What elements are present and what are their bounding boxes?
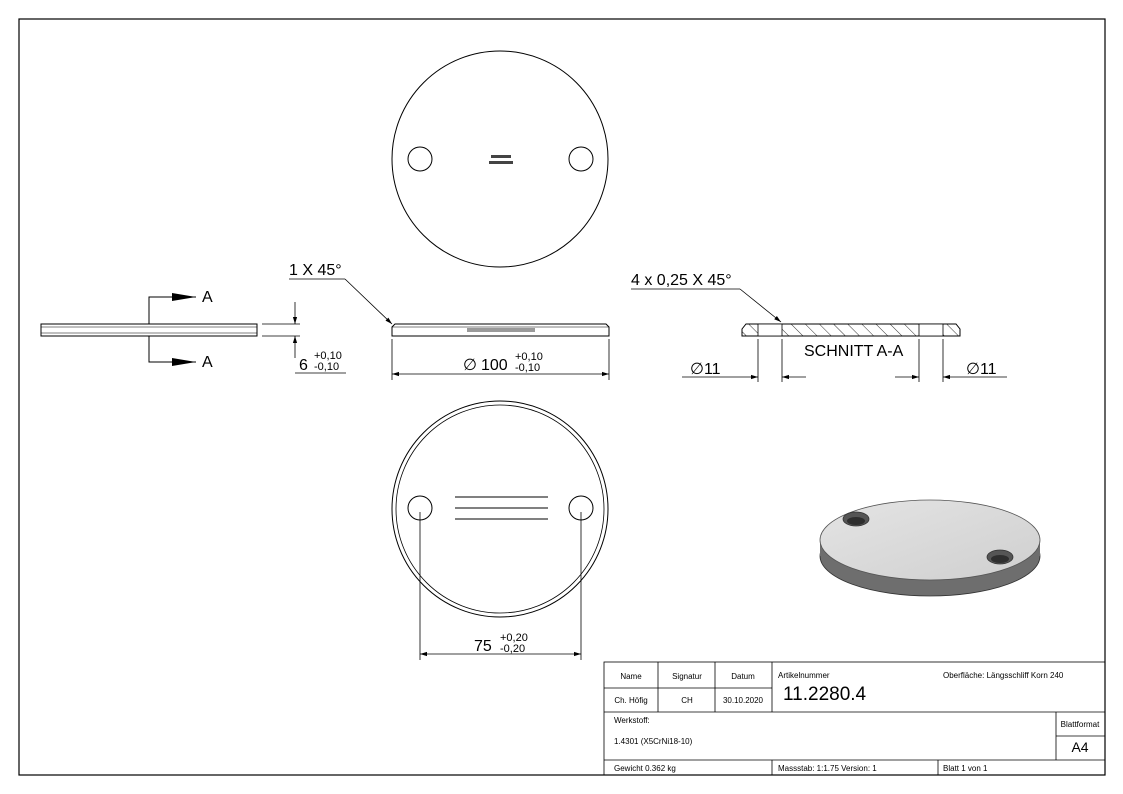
tb-col-name: Name: [620, 672, 642, 681]
tb-blattformat: A4: [1071, 739, 1088, 755]
tb-signatur: CH: [681, 696, 693, 705]
section-body: [741, 323, 961, 337]
tb-oberflaeche: Oberfläche: Längsschliff Korn 240: [943, 671, 1064, 680]
thickness-tol-minus: -0,10: [314, 361, 339, 373]
engraving-mark: [489, 155, 513, 164]
hole-right-dim: ∅11: [966, 361, 997, 378]
hole-right-top: [568, 146, 594, 172]
section-mark-top: A: [202, 289, 213, 306]
engraving-edge: [467, 328, 535, 332]
plate-outline-bottom: [391, 400, 609, 618]
section-label: SCHNITT A-A: [804, 343, 904, 360]
tb-datum: 30.10.2020: [723, 696, 764, 705]
hole-left-dim: ∅11: [690, 361, 721, 378]
top-view: [391, 50, 609, 268]
diameter-value: 100: [481, 357, 508, 374]
side-view-left: A A 6 +0,10 -0,10: [40, 289, 346, 374]
bottom-view: 75 +0,20 -0,20: [391, 400, 609, 660]
drawing-frame: [18, 18, 1106, 776]
section-view: 4 x 0,25 X 45° SCHNITT A-A ∅11 ∅11: [631, 272, 1007, 382]
tb-werkstoff-label: Werkstoff:: [614, 716, 650, 725]
engraving-lines: [455, 496, 548, 520]
chamfer-top-label: 1 X 45°: [289, 262, 342, 279]
tb-artikel-label: Artikelnummer: [778, 671, 830, 680]
tb-col-signatur: Signatur: [672, 672, 702, 681]
plate-outline-top: [391, 50, 609, 268]
diameter-tol-minus: -0,10: [515, 362, 540, 374]
tb-gewicht: Gewicht 0.362 kg: [614, 764, 676, 773]
chamfer-section-label: 4 x 0,25 X 45°: [631, 272, 732, 289]
edge-view: 1 X 45° ∅ 100 +0,10 -0,10: [289, 262, 610, 380]
thickness-value: 6: [299, 357, 308, 374]
spacing-tol-plus: +0,20: [500, 632, 528, 644]
tb-blattformat-label: Blattformat: [1061, 720, 1100, 729]
diameter-symbol: ∅: [463, 357, 477, 374]
section-mark-bottom: A: [202, 354, 213, 371]
tb-werkstoff: 1.4301 (X5CrNi18-10): [614, 737, 693, 746]
title-block: [603, 661, 1106, 776]
section-hole-left: [757, 323, 783, 337]
spacing-value: 75: [474, 638, 492, 655]
tb-name: Ch. Höfig: [614, 696, 647, 705]
thickness-tol-plus: +0,10: [314, 350, 342, 362]
tb-artikel-number: 11.2280.4: [783, 684, 867, 705]
diameter-tol-plus: +0,10: [515, 351, 543, 363]
spacing-tol-minus: -0,20: [500, 643, 525, 655]
section-hole-right: [918, 323, 944, 337]
isometric-view: [819, 499, 1041, 597]
plate-chamfer-bottom: [395, 404, 605, 614]
tb-massstab: Massstab: 1:1.75 Version: 1: [778, 764, 877, 773]
tb-col-datum: Datum: [731, 672, 755, 681]
hole-left-top: [407, 146, 433, 172]
tb-blatt: Blatt 1 von 1: [943, 764, 988, 773]
plate-edge-left: [40, 323, 258, 337]
